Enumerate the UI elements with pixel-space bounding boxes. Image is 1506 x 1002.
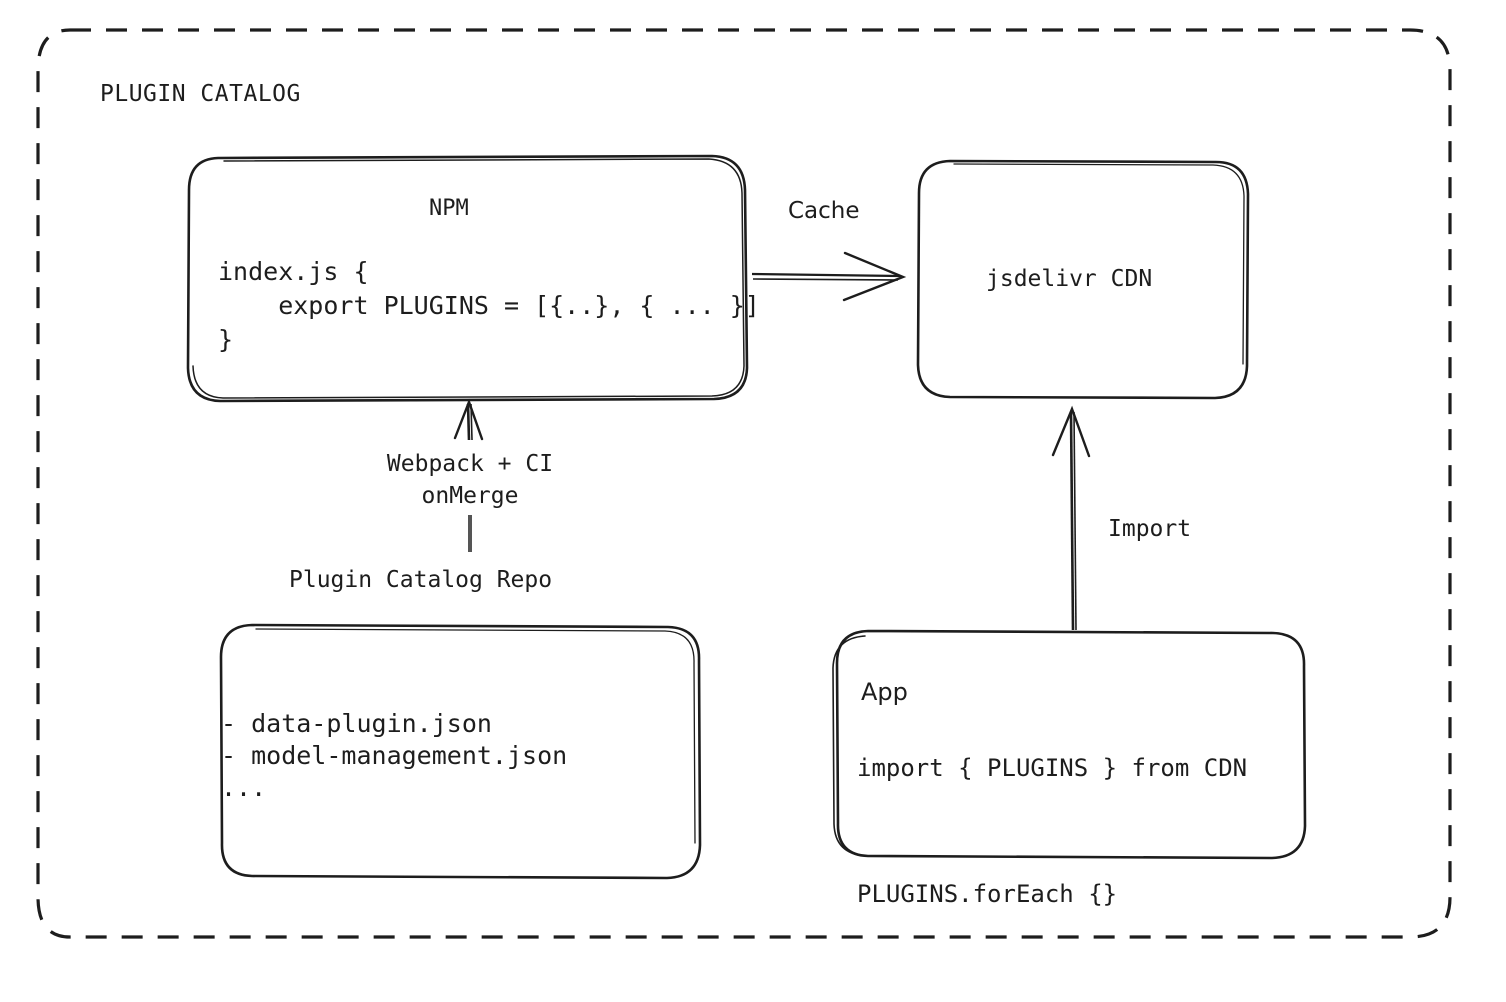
app-node-code: import { PLUGINS } from CDN PLUGINS.forE… — [857, 754, 1248, 908]
import-edge-label: Import — [1108, 516, 1192, 542]
import-arrow — [1051, 405, 1091, 631]
webpack-edge-label: Webpack + CI onMerge — [386, 451, 554, 509]
npm-node-code: index.js { export PLUGINS = [{..}, { ...… — [218, 257, 760, 354]
npm-node-title: NPM — [429, 196, 469, 221]
app-node-title: App — [861, 678, 908, 706]
repo-node-items: - data-plugin.json - model-management.js… — [221, 709, 568, 802]
cache-arrow — [751, 251, 907, 302]
cache-edge-label: Cache — [788, 198, 860, 224]
group-title: PLUGIN CATALOG — [100, 81, 301, 107]
repo-node-caption: Plugin Catalog Repo — [289, 567, 553, 593]
cdn-node-title: jsdelivr CDN — [986, 266, 1153, 292]
